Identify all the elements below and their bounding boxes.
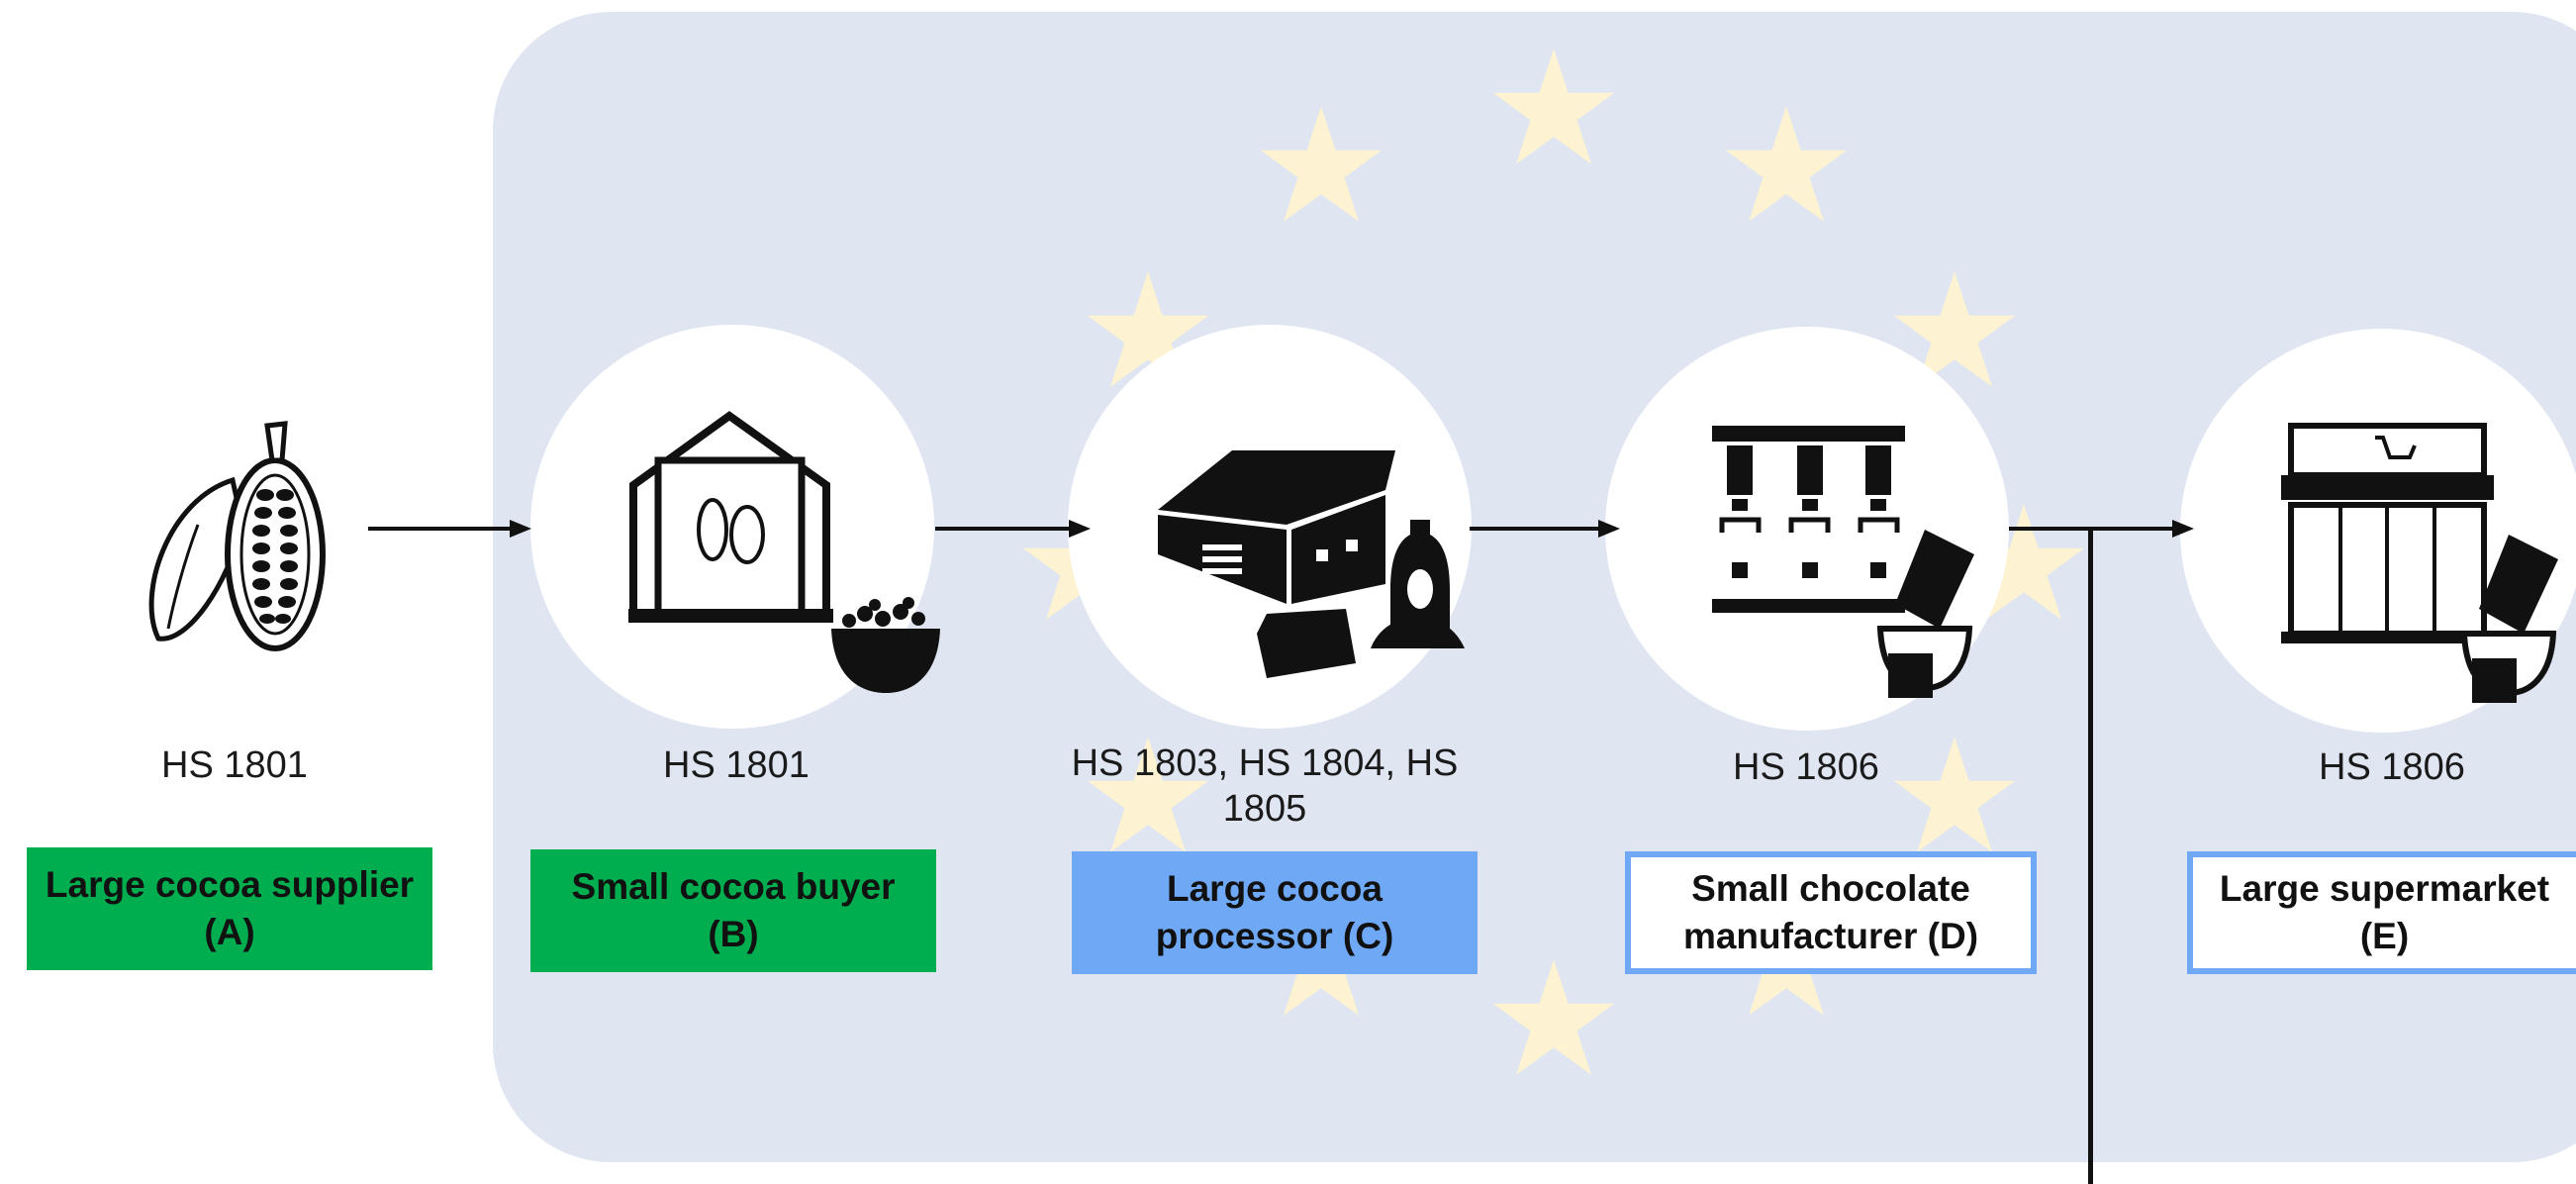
star-icon: ★	[1482, 20, 1625, 197]
hs-code-label-c: HS 1803, HS 1804, HS 1805	[1071, 742, 1459, 830]
hs-code-label-d: HS 1806	[1733, 746, 1879, 788]
flow-branch-line	[2088, 527, 2093, 1184]
hs-code-label-e: HS 1806	[2319, 746, 2465, 788]
flow-arrow-c-d	[1470, 527, 1603, 531]
actor-box-a: Large cocoa supplier (A)	[27, 847, 432, 970]
arrow-head-icon	[1598, 520, 1620, 538]
hs-code-label-a: HS 1801	[161, 744, 308, 786]
actor-box-c: Large cocoa processor (C)	[1072, 851, 1478, 974]
arrow-head-icon	[2172, 520, 2194, 538]
star-icon: ★	[1482, 931, 1625, 1108]
production-line-icon	[1712, 426, 1974, 698]
cocoa-pod-icon	[148, 421, 326, 651]
star-icon: ★	[1077, 708, 1219, 885]
flow-arrow-d-e	[2009, 527, 2177, 531]
flow-arrow-b-c	[935, 527, 1074, 531]
arrow-head-icon	[510, 520, 531, 538]
supermarket-icon	[2281, 423, 2558, 703]
hs-code-label-b: HS 1801	[663, 744, 810, 786]
actor-box-d: Small chocolate manufacturer (D)	[1625, 851, 2037, 974]
arrow-head-icon	[1069, 520, 1091, 538]
star-icon: ★	[1250, 77, 1392, 254]
warehouse-icon	[628, 411, 940, 693]
star-icon: ★	[1715, 77, 1858, 254]
actor-box-e: Large supermarket (E)	[2187, 851, 2576, 974]
factory-icon	[1158, 450, 1465, 678]
actor-box-b: Small cocoa buyer (B)	[530, 849, 936, 972]
star-icon: ★	[1883, 708, 2026, 885]
flow-arrow-a-b	[368, 527, 517, 531]
